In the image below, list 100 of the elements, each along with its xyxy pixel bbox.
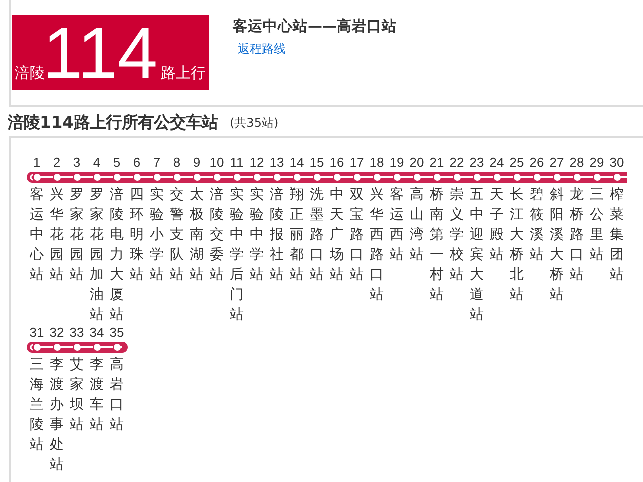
route-segment [60,346,74,348]
station-name: 双宝路口站 [350,186,364,285]
station-number: 31 [30,326,44,340]
route-segment [280,176,294,178]
station-number: 35 [110,326,124,340]
route-segment [600,176,614,178]
station-number: 9 [193,156,201,170]
station-name: 碧筱溪站 [530,186,544,265]
station-number: 13 [270,156,284,170]
route-segment [580,176,594,178]
station-name: 交警支队站 [170,186,184,285]
station-number: 11 [230,156,244,170]
route-segment [60,176,74,178]
station-number: 24 [490,156,504,170]
route-segment [260,176,274,178]
station-name: 洗墨路口站 [310,186,324,285]
station-name: 实验中学后门站 [230,186,244,325]
station-number: 16 [330,156,344,170]
route-segment [80,346,94,348]
station-number: 12 [250,156,264,170]
station-name: 三公里站 [590,186,604,265]
station-name: 罗家花园站 [70,186,84,285]
station-number: 32 [50,326,64,340]
station-number: 8 [173,156,181,170]
route-segment [240,176,254,178]
station-number: 20 [410,156,424,170]
station-name: 李渡办事处站 [50,356,64,475]
route-number: 114 [43,18,158,90]
route-segment [460,176,474,178]
station-name: 长江大桥北站 [510,186,524,305]
station-name: 高山湾站 [410,186,424,265]
station-name: 涪陵报社站 [270,186,284,285]
route-segment [400,176,414,178]
station-name: 高岩口站 [110,356,124,435]
route-segment [80,176,94,178]
route-segment [100,176,114,178]
station-name: 李渡车站 [90,356,104,435]
station-name: 中天广场站 [330,186,344,285]
station-number: 4 [93,156,101,170]
station-name: 实验小学站 [150,186,164,285]
route-segment [520,176,534,178]
station-name: 天子殿站 [490,186,504,265]
route-segment [500,176,514,178]
station-name: 涪陵交委站 [210,186,224,285]
station-number: 14 [290,156,304,170]
route-segment [480,176,494,178]
route-segment [180,176,194,178]
station-number: 18 [370,156,384,170]
route-segment [160,176,174,178]
station-number: 29 [590,156,604,170]
station-name: 龙桥路口站 [570,186,584,285]
station-name: 罗家花园加油站 [90,186,104,325]
route-terminals: 客运中心站——高岩口站 [233,20,397,35]
station-name: 桥南第一村站 [430,186,444,305]
station-count: (共35站) [230,117,279,130]
station-name: 实验中学站 [250,186,264,285]
station-number: 10 [210,156,224,170]
station-number: 17 [350,156,364,170]
route-segment [360,176,374,178]
station-number: 34 [90,326,104,340]
section-heading: 涪陵114路上行所有公交车站 [8,114,218,131]
route-segment [380,176,394,178]
station-name: 艾家坝站 [70,356,84,435]
station-name: 四环明珠站 [130,186,144,285]
station-number: 27 [550,156,564,170]
route-segment [200,176,214,178]
station-name: 斜阳溪大桥站 [550,186,564,305]
station-number: 23 [470,156,484,170]
badge-text: 涪陵 [15,66,45,81]
route-segment [220,176,234,178]
route-segment [40,176,54,178]
route-segment [140,176,154,178]
station-name: 涪陵电力大厦站 [110,186,124,325]
route-badge [12,15,209,90]
station-name: 兴华花园站 [50,186,64,285]
station-number: 26 [530,156,544,170]
route-segment [120,176,134,178]
station-name: 五中迎宾大道站 [470,186,484,325]
station-name: 兴华西路口站 [370,186,384,305]
station-number: 7 [153,156,161,170]
route-segment [320,176,334,178]
badge-text: 路上行 [161,66,206,81]
route-segment [300,176,314,178]
station-number: 5 [113,156,121,170]
station-name: 客运中心站 [30,186,44,285]
station-number: 33 [70,326,84,340]
station-number: 19 [390,156,404,170]
station-name: 客运西站 [390,186,404,265]
station-name: 太极南湖站 [190,186,204,285]
route-segment [560,176,574,178]
station-number: 28 [570,156,584,170]
station-name: 榨菜集团站 [610,186,624,285]
route-segment [440,176,454,178]
station-number: 21 [430,156,444,170]
return-route-link: 返程路线 [238,42,286,56]
station-number: 1 [33,156,41,170]
station-number: 30 [610,156,624,170]
route-segment [100,346,114,348]
station-name: 三海兰陵站 [30,356,44,455]
route-segment [40,346,54,348]
